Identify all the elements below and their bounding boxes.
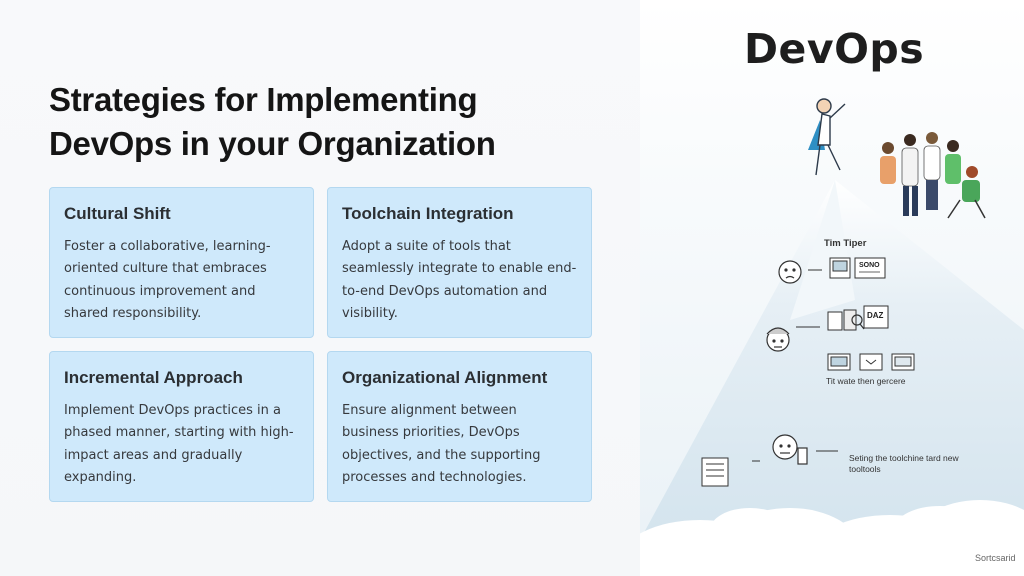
card-toolchain-integration: Toolchain Integration Adopt a suite of t… (327, 187, 592, 338)
devops-logo: DevOps (744, 25, 925, 73)
badge-sono: SONO (859, 262, 880, 269)
card-heading: Incremental Approach (64, 368, 243, 387)
thinking-face-icon (766, 327, 790, 352)
card-cultural-shift: Cultural Shift Foster a collaborative, l… (49, 187, 314, 338)
sono-badge-icon: SONO (854, 257, 886, 279)
clouds (640, 500, 1024, 576)
worried-face-icon (778, 260, 802, 284)
magnifier-icon (851, 314, 865, 330)
illustration-label-top: Tim Tiper (824, 238, 867, 249)
card-heading: Organizational Alignment (342, 368, 548, 387)
card-body: Foster a collaborative, learning-oriente… (64, 239, 271, 322)
monitor-icons (827, 353, 915, 371)
computer-icon (829, 257, 851, 279)
card-body: Adopt a suite of tools that seamlessly i… (342, 239, 577, 322)
card-body: Implement DevOps practices in a phased m… (64, 403, 294, 486)
illustration-label-bottom: Seting the toolchine tard new tooltools (849, 453, 959, 474)
card-organizational-alignment: Organizational Alignment Ensure alignmen… (327, 351, 592, 502)
card-heading: Toolchain Integration (342, 204, 514, 223)
team-group (880, 132, 986, 219)
card-incremental-approach: Incremental Approach Implement DevOps pr… (49, 351, 314, 502)
card-body: Ensure alignment between business priori… (342, 403, 541, 486)
person-with-phone-icon (772, 434, 808, 465)
slide-title: Strategies for Implementing DevOps in yo… (49, 81, 496, 162)
document-icon (701, 457, 729, 487)
calculator-icon (827, 309, 857, 331)
mountain-illustration: SONO DAZ (640, 0, 1024, 576)
illustration-panel: SONO DAZ (640, 0, 1024, 576)
badge-daz: DAZ (867, 311, 884, 320)
card-heading: Cultural Shift (64, 204, 171, 223)
footer-credit: Sortcsarid (975, 553, 1016, 563)
climber-figure (808, 98, 846, 176)
daz-badge-icon: DAZ (863, 305, 889, 329)
illustration-label-middle: Tit wate then gercere (826, 376, 906, 386)
